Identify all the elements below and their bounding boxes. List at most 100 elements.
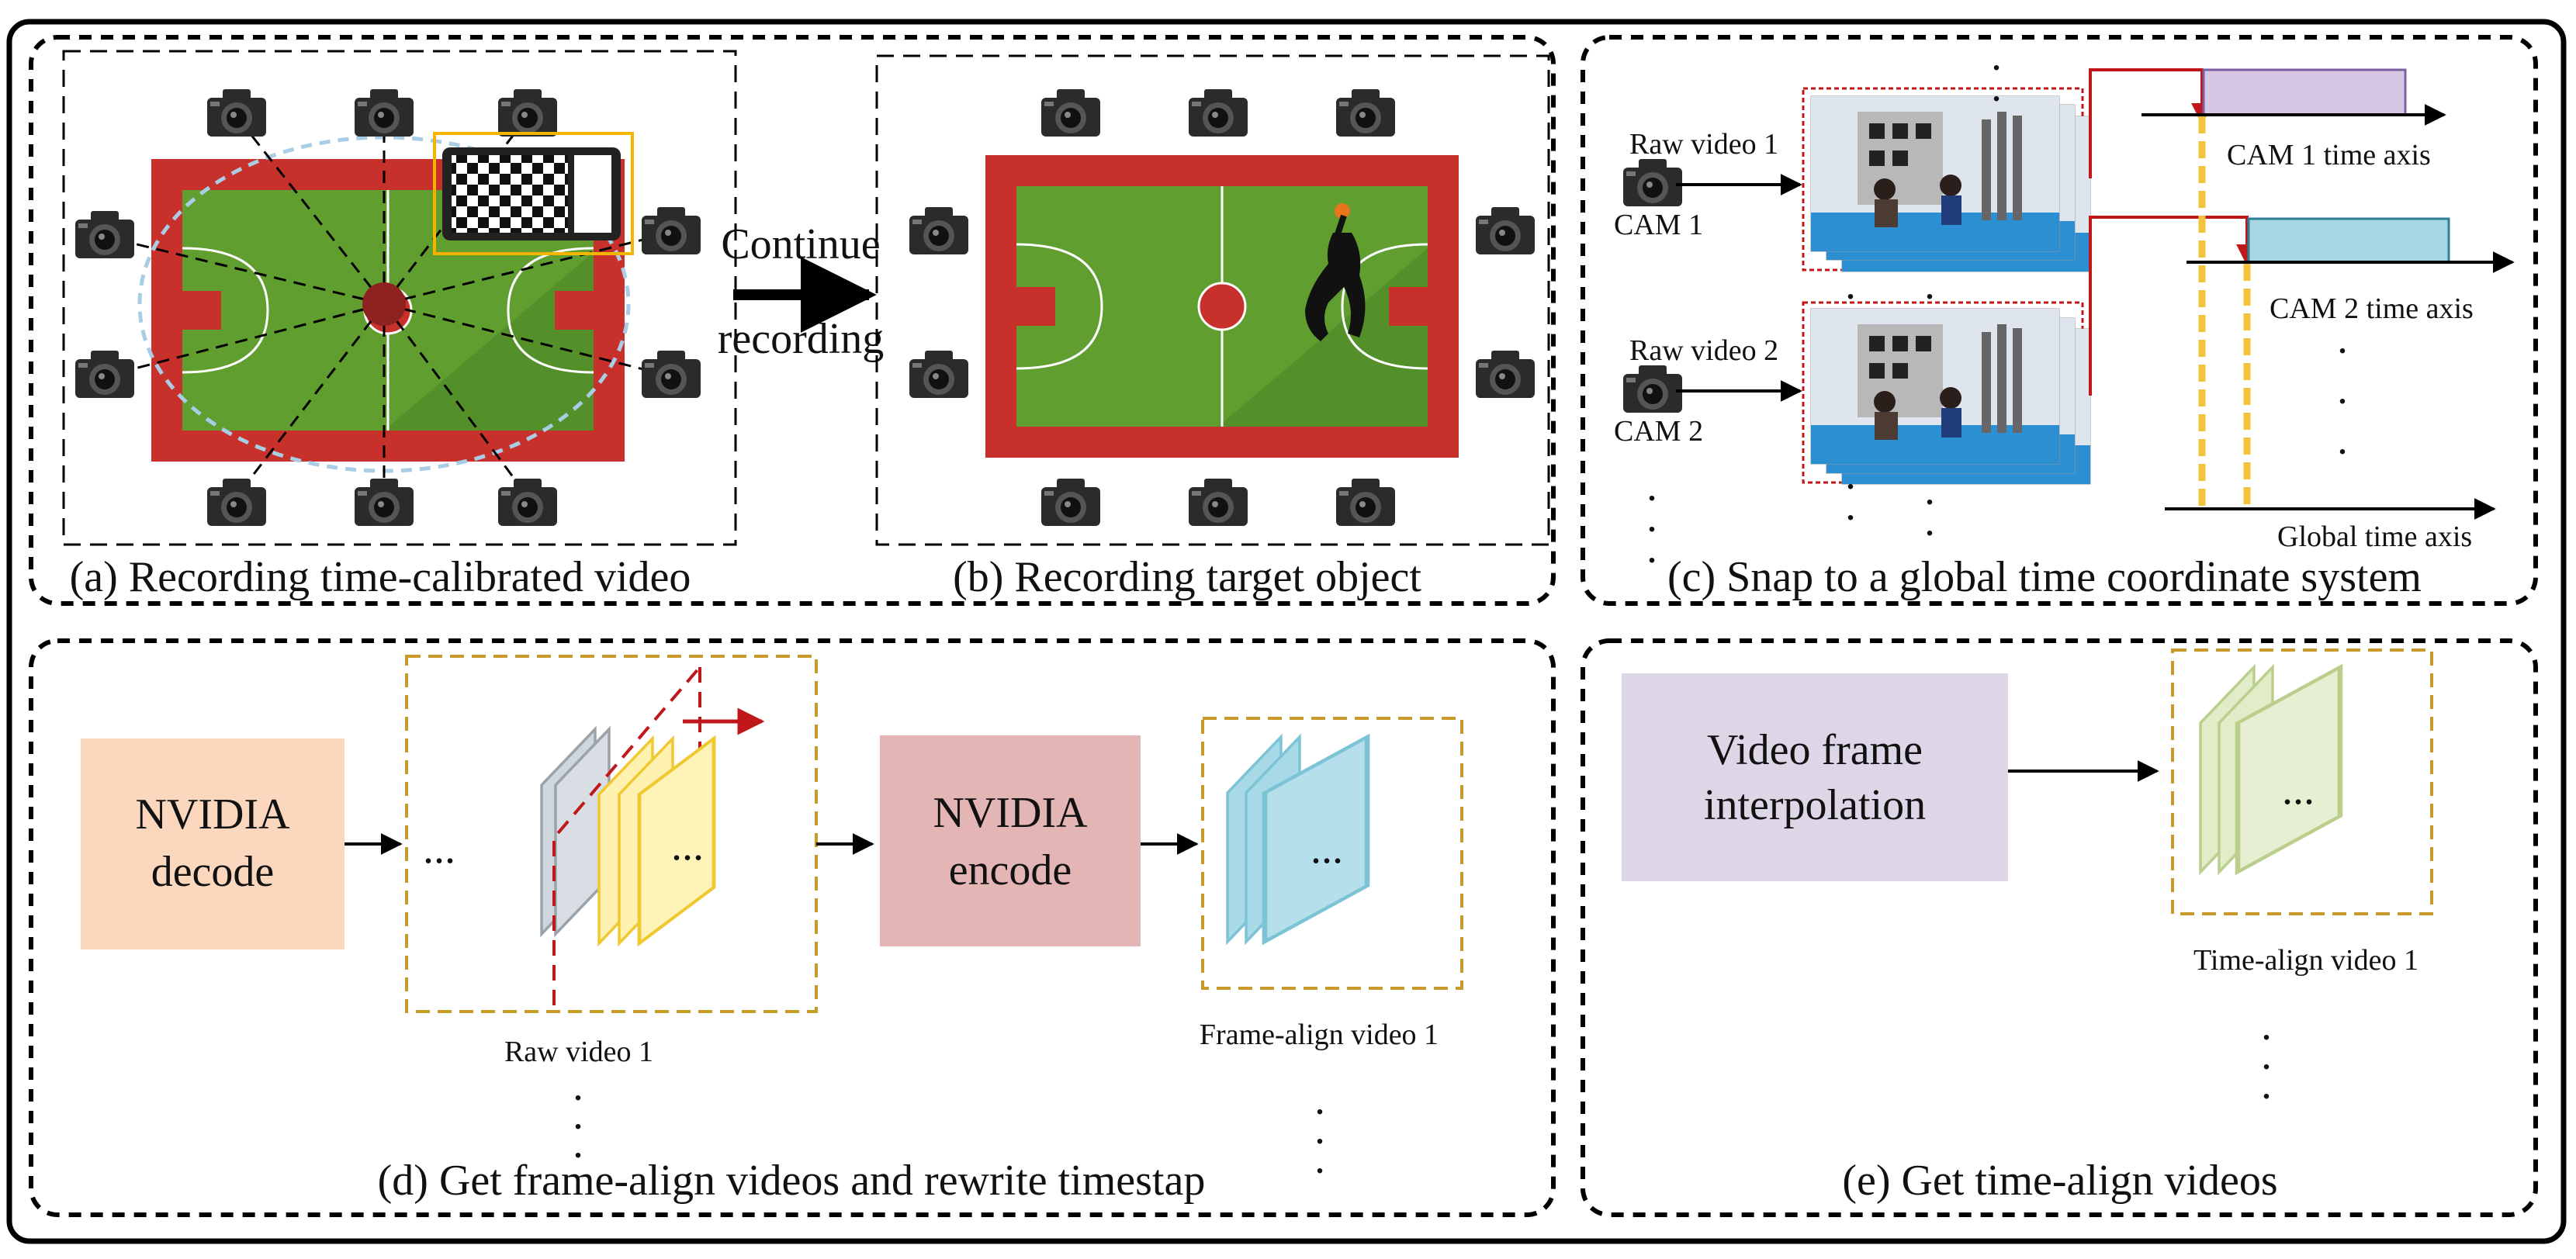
time-align-ellipsis: ... (2282, 766, 2315, 814)
svg-text:.: . (1993, 73, 2000, 108)
svg-text:.: . (1847, 461, 1854, 496)
camera-icon (1189, 89, 1248, 137)
svg-text:.: . (1926, 476, 1934, 511)
interp-line-1: Video frame (1707, 726, 1923, 774)
svg-text:.: . (2339, 325, 2346, 360)
panel-b-caption: (b) Recording target object (953, 553, 1421, 601)
panel-a-caption: (a) Recording time-calibrated video (70, 553, 691, 601)
raw-video-box (405, 655, 818, 1013)
panel-c-frame (1581, 35, 2538, 606)
camera-icon (1476, 351, 1535, 398)
video-2-thumbnail (1810, 308, 2060, 465)
svg-text:.: . (1926, 507, 1934, 542)
camera-icon (207, 479, 266, 526)
highlight-box (433, 132, 634, 255)
cam-1-label: CAM 1 (1614, 209, 1703, 241)
panel-ab-frame (29, 35, 1556, 606)
ellipsis-dots: ... ... (574, 1072, 1324, 1180)
decode-line-1: NVIDIA (135, 790, 290, 839)
frame-align-box (1201, 717, 1463, 990)
panel-b: (b) Recording target object (875, 54, 1550, 601)
svg-text:.: . (1316, 1115, 1324, 1150)
cut-line (552, 666, 701, 1005)
camera-icon (75, 211, 134, 258)
encode-line-1: NVIDIA (933, 789, 1088, 837)
frame-ellipsis: ... (671, 821, 704, 870)
frame-stack-yellow (597, 735, 716, 947)
svg-text:.: . (2339, 375, 2346, 410)
player-silhouette-icon (1305, 203, 1366, 341)
time-align-label: Time-align video 1 (2193, 944, 2418, 977)
camera-icon (1041, 89, 1100, 137)
frame-align-label: Frame-align video 1 (1200, 1019, 1439, 1051)
panel-d-caption: (d) Get frame-align videos and rewrite t… (378, 1157, 1206, 1205)
cam-2-signal (2089, 216, 2258, 396)
svg-text:.: . (1316, 1145, 1324, 1180)
svg-text:.: . (2263, 1041, 2270, 1076)
frame-align-ellipsis: ... (1311, 825, 1343, 873)
interp-line-2: interpolation (1704, 781, 1926, 829)
panel-c-caption: (c) Snap to a global time coordinate sys… (1667, 553, 2422, 601)
camera-icon (1476, 207, 1535, 254)
cam-1-axis-label: CAM 1 time axis (2227, 139, 2431, 171)
svg-text:.: . (574, 1129, 582, 1164)
svg-text:.: . (1847, 492, 1854, 527)
camera-icon (1189, 479, 1248, 526)
svg-text:.: . (1993, 42, 2000, 77)
svg-text:.: . (2263, 1012, 2270, 1046)
continue-recording: Continue recording (718, 220, 885, 363)
raw-video-1-label: Raw video 1 (1629, 128, 1778, 161)
center-marker (362, 282, 406, 326)
interpolation-box (1622, 673, 2008, 881)
outer-frame (6, 19, 2567, 1244)
panel-d-frame (29, 638, 1556, 1217)
camera-icon (498, 89, 557, 137)
nvidia-decode-box (81, 738, 345, 949)
camera-icon (642, 351, 701, 398)
camera-icon (909, 207, 968, 254)
cam-1-bar (2202, 68, 2407, 116)
panel-a: (a) Recording time-calibrated video (62, 50, 737, 601)
svg-text:.: . (2339, 426, 2346, 461)
cam-2-axis-label: CAM 2 time axis (2270, 292, 2474, 325)
panel-c: Raw video 1 CAM 1 Raw video 2 CAM 2 CAM … (1614, 42, 2515, 601)
svg-text:.: . (1926, 271, 1934, 306)
panel-e-caption: (e) Get time-align videos (1842, 1157, 2277, 1205)
raw-video-2-label: Raw video 2 (1629, 334, 1778, 367)
camera-icon (1336, 479, 1395, 526)
frame-stack-blue (1226, 733, 1370, 946)
svg-text:.: . (2263, 1070, 2270, 1105)
basketball-court-icon (984, 154, 1460, 459)
global-axis-label: Global time axis (2277, 521, 2472, 553)
camera-icon (1623, 159, 1682, 206)
time-align-box (2171, 649, 2433, 915)
camera-icon (1041, 479, 1100, 526)
ellipsis-dots: ... (2263, 1012, 2270, 1105)
recording-label: recording (718, 315, 885, 363)
camera-icon (1336, 89, 1395, 137)
svg-text:.: . (1648, 472, 1656, 507)
panel-d: NVIDIA decode ... ... Raw video 1 NVIDIA… (81, 655, 1463, 1205)
svg-text:.: . (574, 1101, 582, 1136)
cam-2-bar (2247, 217, 2450, 264)
frame-stack-gray (540, 725, 611, 938)
camera-icon (75, 351, 134, 398)
camera-icon (207, 89, 266, 137)
decode-line-2: decode (151, 848, 275, 896)
checkerboard-tablet-icon (442, 147, 621, 240)
camera-icon (355, 479, 414, 526)
panel-e-frame (1581, 638, 2538, 1217)
svg-text:.: . (574, 1072, 582, 1107)
continue-label: Continue (721, 220, 880, 268)
cam-2-label: CAM 2 (1614, 415, 1703, 448)
svg-text:.: . (1847, 271, 1854, 306)
camera-icon (642, 207, 701, 254)
encode-line-2: encode (949, 846, 1072, 894)
camera-rays (104, 116, 672, 497)
ellipsis-dots: .. . . ... .. .. ... (1648, 42, 2346, 569)
panel-e: Video frame interpolation ... Time-align… (1622, 649, 2433, 1205)
video-1-thumbnail (1810, 95, 2060, 252)
raw-video-label: Raw video 1 (504, 1036, 653, 1068)
